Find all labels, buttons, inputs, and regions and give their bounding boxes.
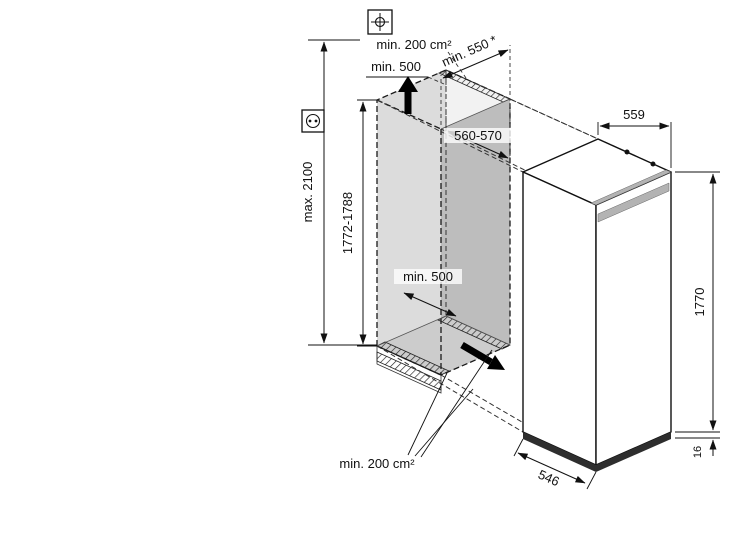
top-vent-annotation: min. 200 cm² [376,37,467,79]
dim-appliance-height: 1770 [675,171,720,433]
appliance-side-face [522,171,597,466]
crosshair-icon [374,16,386,28]
dim-max-height: max. 2100 [300,39,377,346]
dim-base-detail: 16 [675,437,720,458]
socket-icon [305,113,321,129]
mains-connection-symbol [367,9,393,35]
niche-width-label: 560-570 [454,128,502,143]
niche-inner-floor-edge [445,315,511,346]
bottom-vent-annotation: min. 200 cm² [339,349,493,471]
max-height-label: max. 2100 [300,162,315,223]
appliance-base-front [596,432,671,472]
door-handle-recess [597,182,670,223]
niche-front-bottom-edge [376,345,442,376]
appliance-height-label: 1770 [692,288,707,317]
niche-recess [376,69,511,394]
dim-appliance-width: 559 [597,107,672,168]
dim-niche-height: 1772-1788 [340,99,377,347]
top-vent-label: min. 200 cm² [376,37,452,52]
airflow-up-arrow-shaft [404,92,412,114]
appliance [522,138,672,472]
appliance-depth-label: 546 [536,467,562,490]
top-clearance-label: min. 500 [371,59,421,74]
bottom-vent-label: min. 200 cm² [339,456,415,471]
dim-niche-width: 560-570 [444,74,512,159]
airflow-up-arrow-icon [398,76,418,92]
hinge-mark-icon [624,149,630,155]
airflow-bottom-arrow-icon [487,355,505,370]
appliance-width-label: 559 [623,107,645,122]
bottom-clearance-label: min. 500 [403,269,453,284]
bottom-clearance-annotation: min. 500 [394,269,462,317]
niche-back-inner-wall [441,99,510,375]
base-detail-label: 16 [692,446,704,458]
hinge-mark-icon [650,161,656,167]
niche-floor-left-edge [376,315,447,347]
top-clearance-annotation: min. 500 [366,59,445,85]
niche-height-label: 1772-1788 [340,192,355,254]
socket-symbol [301,109,325,133]
niche-inner-top-edge [440,98,511,130]
door-top-edge-strip [590,169,672,206]
